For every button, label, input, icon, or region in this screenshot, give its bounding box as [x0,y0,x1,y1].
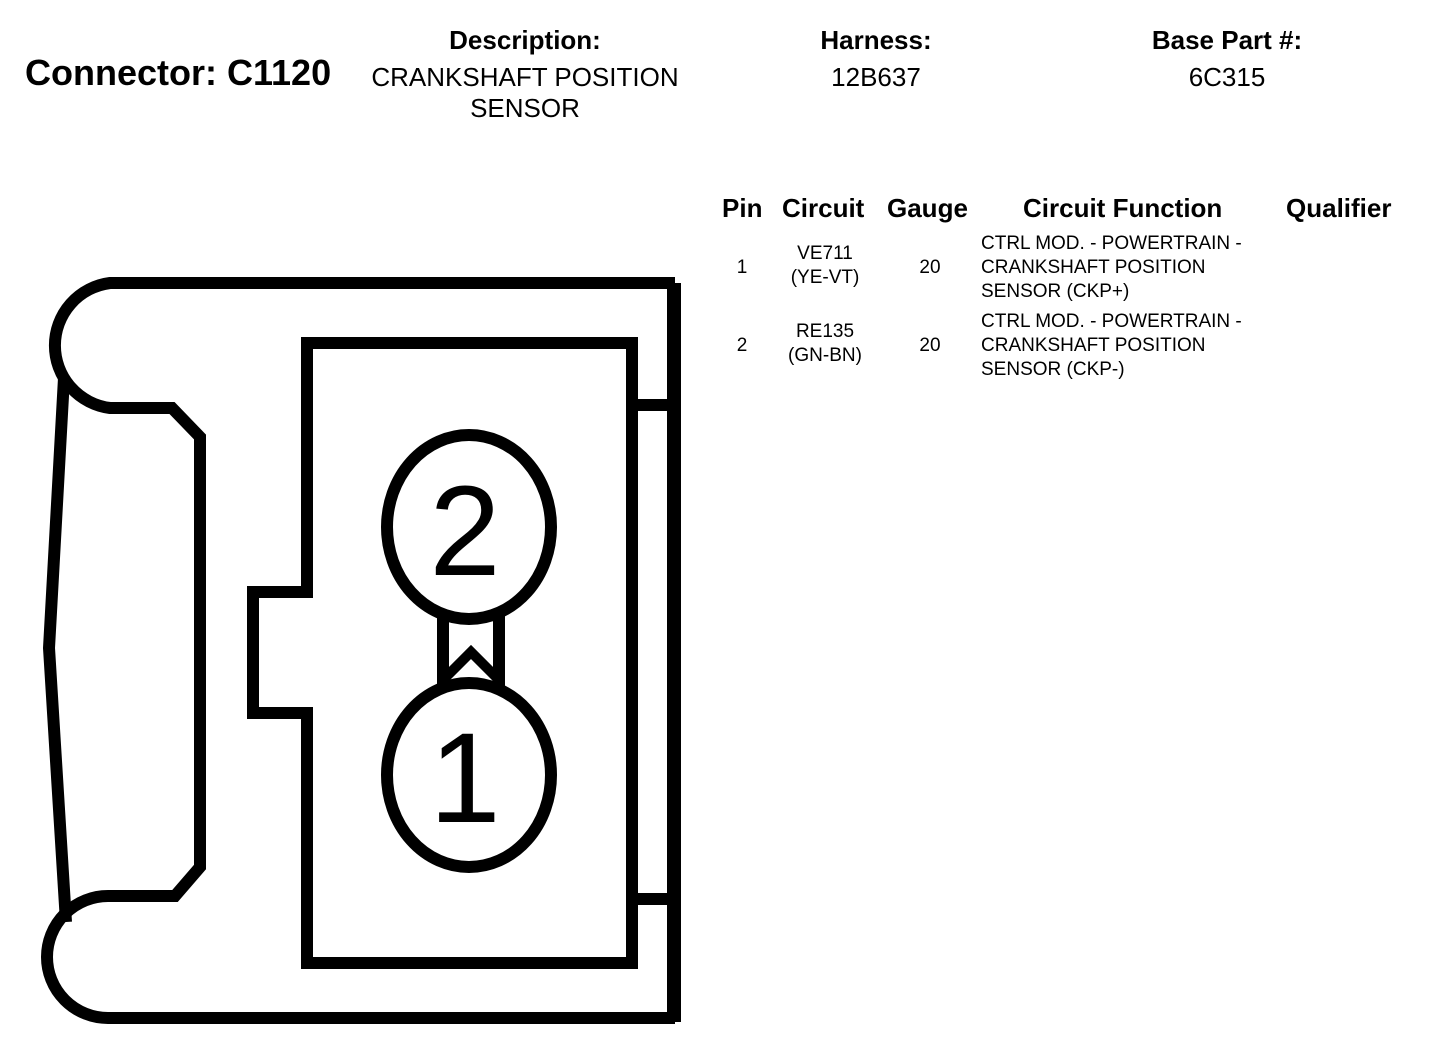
base-part-label: Base Part #: [1151,25,1303,55]
column-header-gauge: Gauge [887,193,968,223]
gauge-value: 20 [919,335,941,356]
pin-number: 2 [736,335,748,356]
harness-block: Harness: 12B637 [776,25,976,93]
base-part-value: 6C315 [1188,62,1266,92]
circuit-id-line: RE135 [795,321,855,342]
description-block: Description: CRANKSHAFT POSITION SENSOR [345,25,705,124]
circuit-function-line: CTRL MOD. - POWERTRAIN - [981,233,1242,254]
pin-2-cavity [381,429,557,625]
column-header-pin: Pin [722,193,763,223]
column-header-qualifier: Qualifier [1286,193,1392,223]
circuit-id-line: (YE-VT) [790,267,860,288]
circuit-function-line: SENSOR (CKP-) [981,359,1125,380]
table-row: 1 VE711 (YE-VT) 20 CTRL MOD. - POWERTRAI… [700,232,1400,304]
pin-bridge-chevron [439,644,503,684]
connector-cavity-outline [247,337,638,969]
circuit-function-line: CRANKSHAFT POSITION [981,335,1206,356]
circuit-id: RE135 (GN-BN) [770,320,880,368]
pin-1-cavity [381,677,557,873]
gauge-value: 20 [919,257,941,278]
description-value-line: CRANKSHAFT POSITION [371,62,679,92]
connector-housing-outline [41,277,675,1024]
description-label: Description: [449,25,601,55]
description-value: CRANKSHAFT POSITION SENSOR [345,62,705,124]
pin-2-label: 2 [429,460,500,603]
circuit-function-line: CTRL MOD. - POWERTRAIN - [981,311,1242,332]
circuit-id-line: (GN-BN) [788,345,862,366]
connector-latch-edge [42,377,72,923]
pin-1-label: 1 [429,707,500,850]
description-value-line: SENSOR [470,93,580,123]
circuit-function: CTRL MOD. - POWERTRAIN - CRANKSHAFT POSI… [981,232,1301,304]
circuit-function-line: CRANKSHAFT POSITION [981,257,1206,278]
connector-title: Connector: C1120 [25,52,332,93]
circuit-id: VE711 (YE-VT) [770,242,880,290]
harness-value: 12B637 [831,62,921,92]
circuit-function-line: SENSOR (CKP+) [981,281,1130,302]
column-header-circuit: Circuit [782,193,865,223]
pin-number: 1 [736,257,748,278]
table-row: 2 RE135 (GN-BN) 20 CTRL MOD. - POWERTRAI… [700,310,1400,382]
base-part-block: Base Part #: 6C315 [1117,25,1337,93]
harness-label: Harness: [820,25,932,55]
circuit-function: CTRL MOD. - POWERTRAIN - CRANKSHAFT POSI… [981,310,1301,382]
circuit-id-line: VE711 [797,243,853,264]
column-header-circuit-function: Circuit Function [1023,193,1223,223]
